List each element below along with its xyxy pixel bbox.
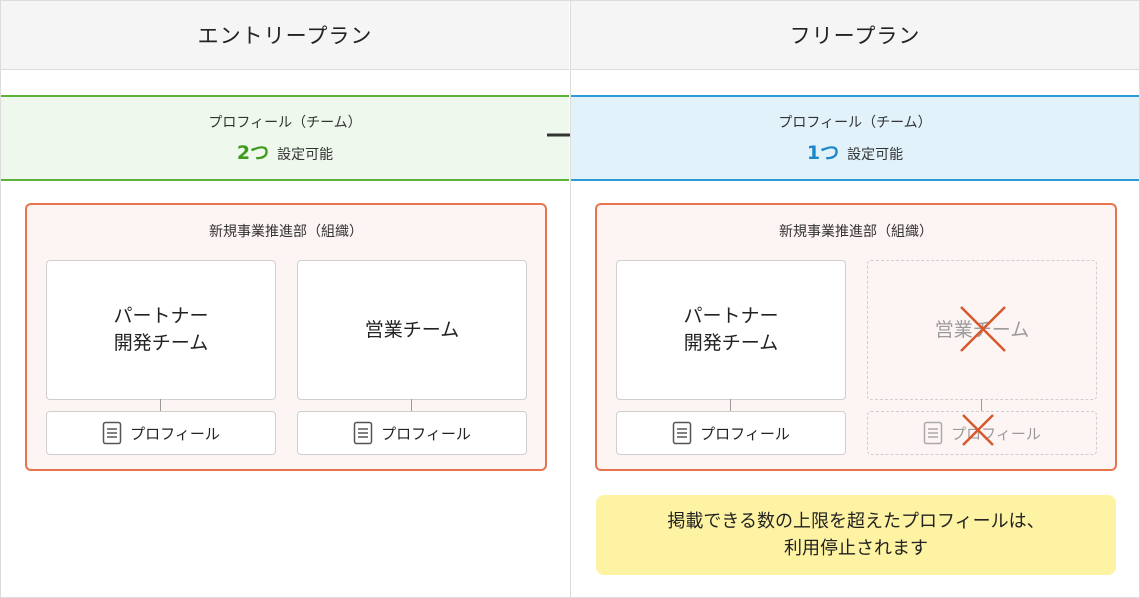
profile-limit-label: プロフィール（チーム） bbox=[778, 114, 932, 131]
cross-mark-icon bbox=[962, 414, 994, 446]
profile-limit-count: 2つ bbox=[236, 141, 270, 164]
document-icon bbox=[923, 421, 943, 445]
entry-plan-column: エントリープラン プロフィール（チーム） 2つ 設定可能 新規事業推進部（組織）… bbox=[1, 1, 569, 597]
connector-line bbox=[160, 399, 161, 411]
team-card-partner: パートナー 開発チーム bbox=[616, 260, 846, 400]
entry-plan-title: エントリープラン bbox=[1, 1, 569, 70]
document-icon bbox=[102, 421, 122, 445]
document-icon bbox=[672, 421, 692, 445]
free-plan-title: フリープラン bbox=[571, 1, 1139, 70]
organization-box: 新規事業推進部（組織） パートナー 開発チーム プロフィール 営業チーム bbox=[595, 203, 1117, 471]
cross-mark-icon bbox=[960, 306, 1006, 352]
profile-card: プロフィール bbox=[297, 411, 527, 455]
connector-line bbox=[981, 399, 982, 411]
suspension-note: 掲載できる数の上限を超えたプロフィールは、 利用停止されます bbox=[596, 495, 1116, 575]
profile-card: プロフィール bbox=[616, 411, 846, 455]
organization-box: 新規事業推進部（組織） パートナー 開発チーム プロフィール 営業チーム bbox=[25, 203, 547, 471]
team-card-partner: パートナー 開発チーム bbox=[46, 260, 276, 400]
profile-limit-label: プロフィール（チーム） bbox=[208, 114, 362, 131]
team-card-sales: 営業チーム bbox=[297, 260, 527, 400]
free-plan-column: フリープラン プロフィール（チーム） 1つ 設定可能 新規事業推進部（組織） パ… bbox=[570, 1, 1139, 597]
connector-line bbox=[730, 399, 731, 411]
profile-card: プロフィール bbox=[46, 411, 276, 455]
profile-label: プロフィール bbox=[951, 424, 1041, 443]
profile-limit-suffix: 設定可能 bbox=[277, 146, 334, 163]
profile-label: プロフィール bbox=[381, 424, 471, 443]
organization-title: 新規事業推進部（組織） bbox=[209, 224, 363, 240]
document-icon bbox=[353, 421, 373, 445]
profile-label: プロフィール bbox=[130, 424, 220, 443]
profile-limit-suffix: 設定可能 bbox=[847, 146, 904, 163]
profile-label: プロフィール bbox=[700, 424, 790, 443]
profile-limit-count: 1つ bbox=[806, 141, 840, 164]
connector-line bbox=[411, 399, 412, 411]
free-plan-profile-band: プロフィール（チーム） 1つ 設定可能 bbox=[571, 95, 1139, 181]
entry-plan-profile-band: プロフィール（チーム） 2つ 設定可能 bbox=[1, 95, 569, 181]
organization-title: 新規事業推進部（組織） bbox=[779, 224, 933, 240]
